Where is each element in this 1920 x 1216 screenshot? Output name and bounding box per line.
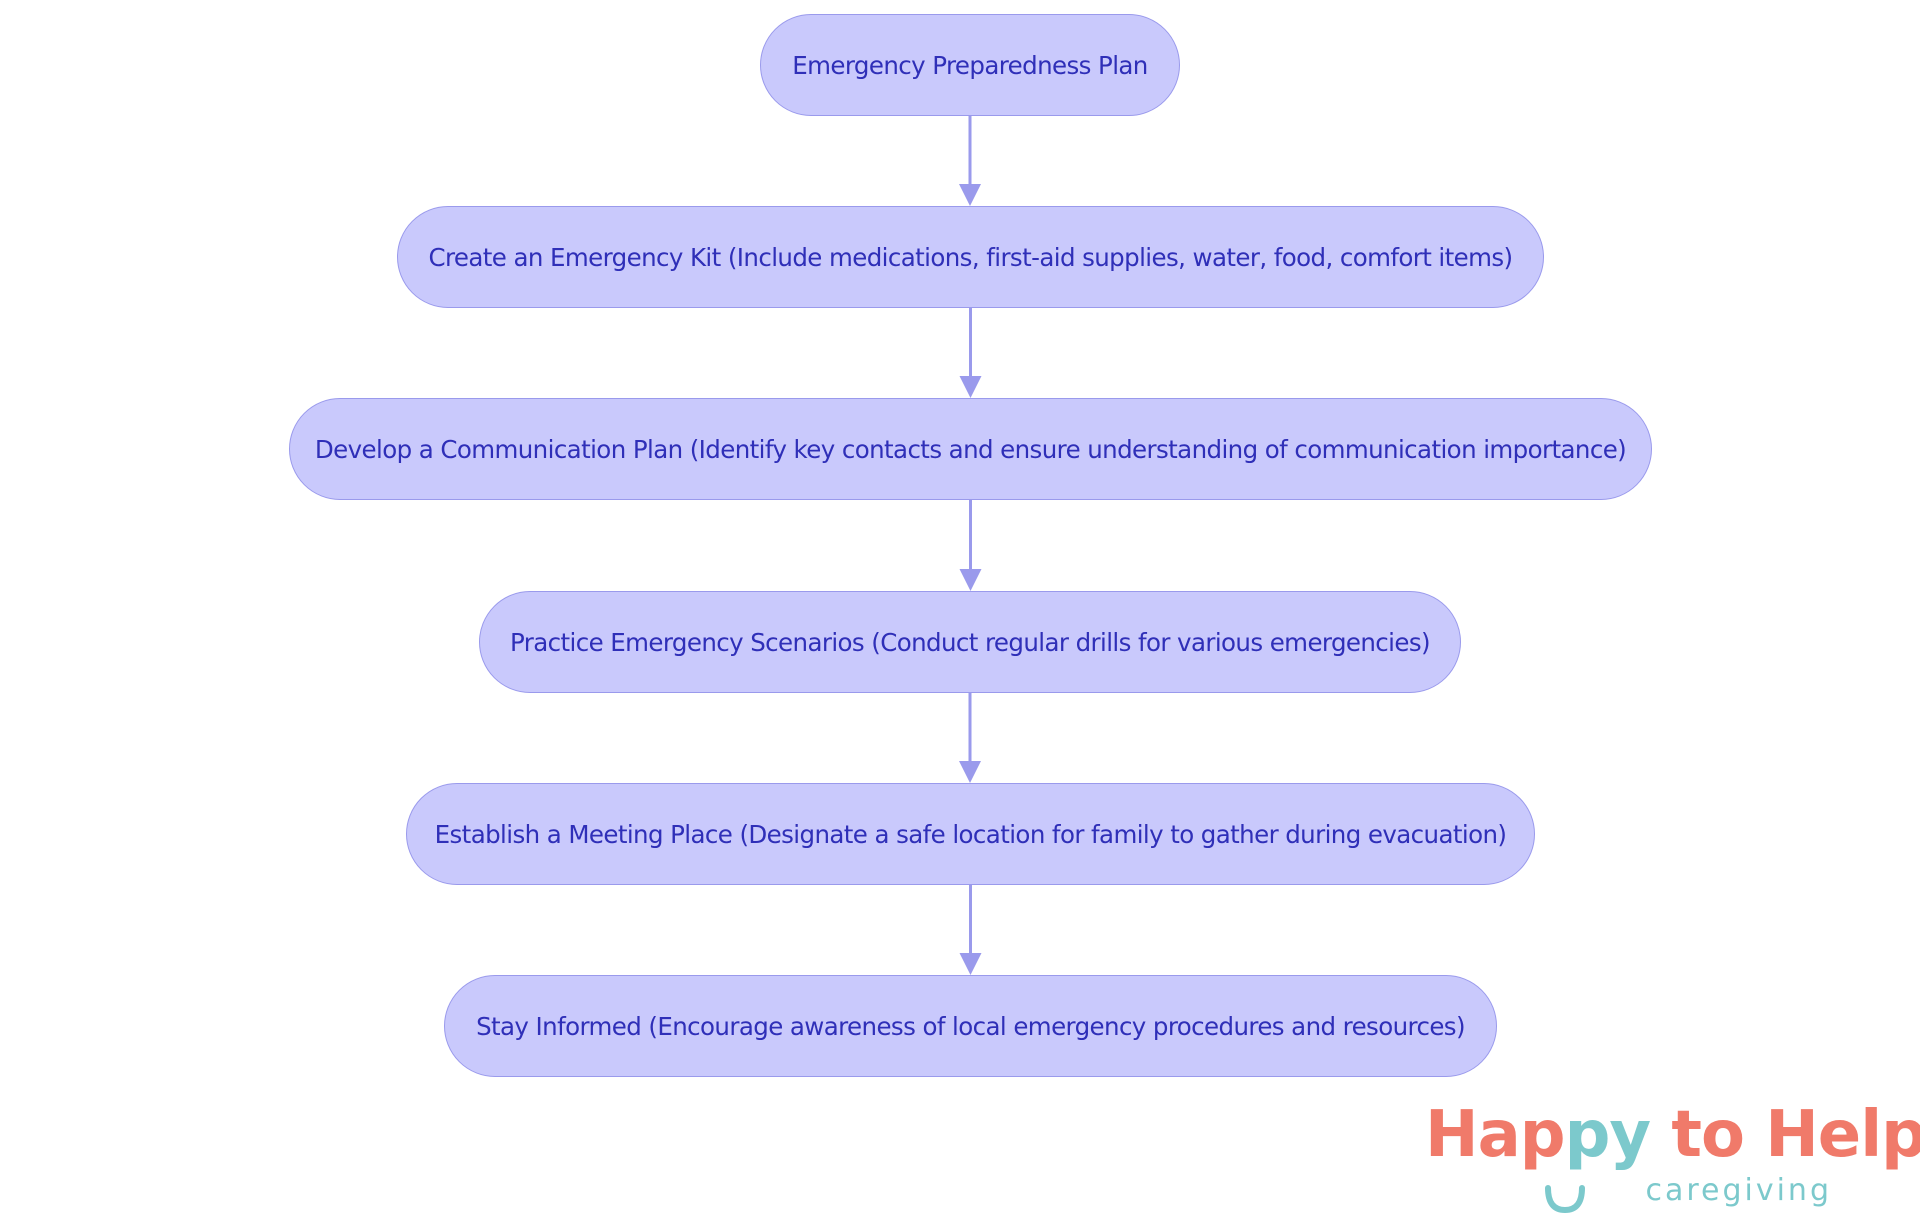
arrowhead-icon — [959, 953, 982, 975]
logo-wordmark: Happy to Help — [1425, 1098, 1920, 1172]
arrowhead-icon — [959, 569, 982, 591]
edge-kit-to-communication — [959, 308, 982, 398]
node-establish-meeting-place: Establish a Meeting Place (Designate a s… — [406, 783, 1535, 885]
arrowhead-icon — [959, 376, 982, 398]
node-emergency-preparedness-plan: Emergency Preparedness Plan — [760, 14, 1180, 116]
logo-happy-prefix: Hap — [1425, 1098, 1566, 1172]
happy-to-help-logo: Happy to Help caregiving — [1420, 1098, 1920, 1215]
logo-smile-icon — [1545, 1185, 1585, 1214]
logo-happy-teal: py — [1564, 1098, 1652, 1172]
arrowhead-icon — [959, 184, 981, 206]
edge-root-to-kit — [959, 116, 981, 206]
logo-tagline: caregiving — [1645, 1173, 1832, 1208]
logo-word-to: to — [1671, 1098, 1745, 1172]
node-create-emergency-kit: Create an Emergency Kit (Include medicat… — [397, 206, 1544, 308]
edge-meeting-to-informed — [959, 885, 982, 975]
arrowhead-icon — [959, 761, 981, 783]
edge-practice-to-meeting — [959, 693, 981, 783]
node-stay-informed: Stay Informed (Encourage awareness of lo… — [444, 975, 1497, 1077]
node-practice-emergency-scenarios: Practice Emergency Scenarios (Conduct re… — [479, 591, 1461, 693]
logo-word-help: Help — [1765, 1098, 1920, 1172]
node-develop-communication-plan: Develop a Communication Plan (Identify k… — [289, 398, 1652, 500]
logo-word-happy: Happy — [1425, 1098, 1652, 1172]
edge-communication-to-practice — [959, 500, 982, 591]
